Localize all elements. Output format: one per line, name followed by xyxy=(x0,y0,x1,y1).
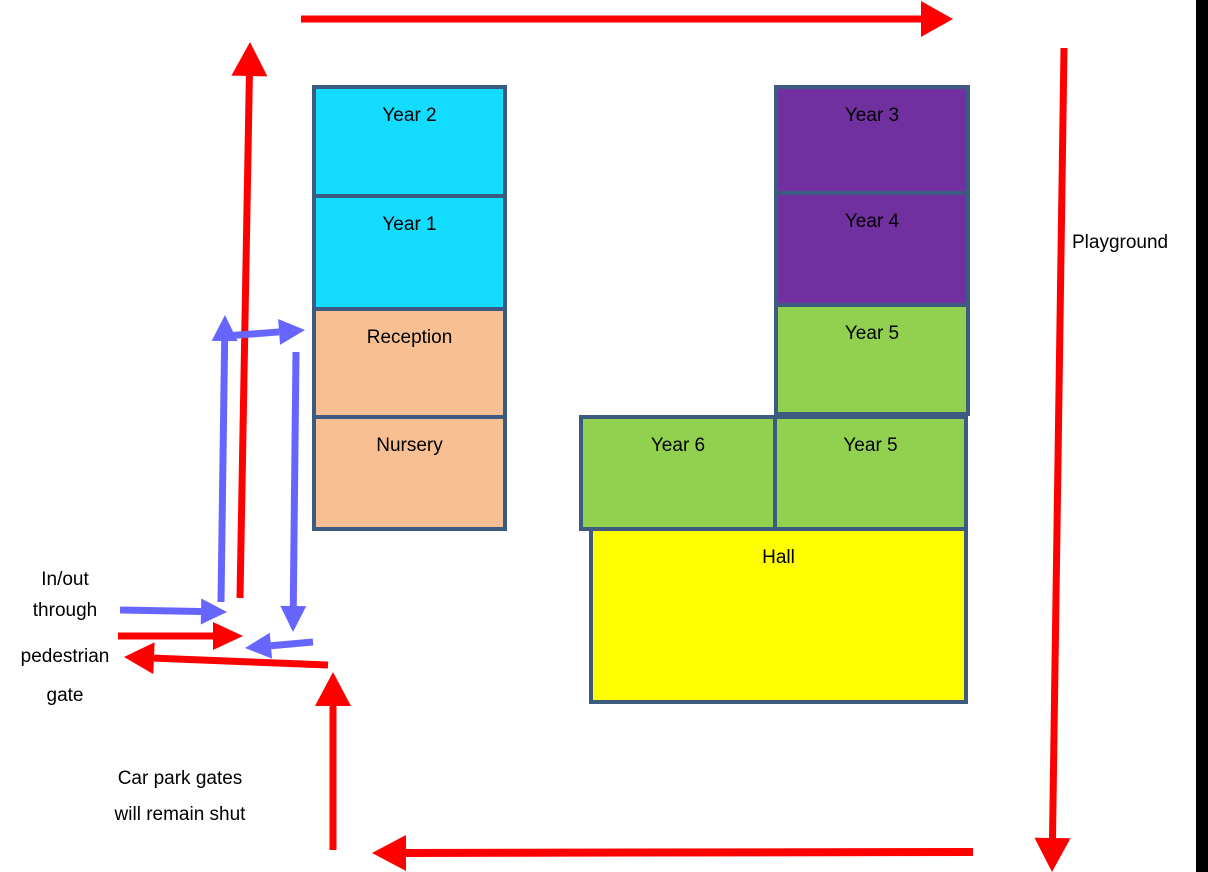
red-arrow-right-down-shaft xyxy=(1048,47,1068,839)
red-arrow-up-car-park-head xyxy=(315,672,351,706)
red-arrow-bottom-head xyxy=(372,834,407,871)
blue-arrow-to-reception-shaft xyxy=(224,328,280,340)
room-year-5-upper: Year 5 xyxy=(774,303,970,416)
entry-label-line-2: through xyxy=(32,600,98,621)
one-way-red-arrows xyxy=(118,1,1071,872)
blue-arrow-down-head xyxy=(280,605,307,632)
red-arrow-right-down-head xyxy=(1034,837,1071,872)
red-arrow-left-exit xyxy=(124,642,329,675)
right-edge-bar xyxy=(1196,0,1208,872)
room-year-5-upper-label: Year 5 xyxy=(844,323,900,344)
pedestrian-blue-arrows xyxy=(119,315,314,659)
room-year-2-label: Year 2 xyxy=(382,105,437,126)
blue-arrow-in-from-gate-head xyxy=(200,598,227,625)
blue-arrow-out-to-gate xyxy=(245,632,314,659)
entry-label-line-3: pedestrian xyxy=(20,646,110,667)
room-year-5-lower-label: Year 5 xyxy=(843,435,898,456)
room-hall: Hall xyxy=(589,527,968,704)
blue-arrow-to-reception xyxy=(224,318,305,345)
red-arrow-left-exit-head xyxy=(124,642,155,675)
red-arrow-left-up xyxy=(231,42,268,599)
room-hall-label: Hall xyxy=(762,547,795,568)
red-arrow-left-up-head xyxy=(231,42,268,77)
entry-label-line-1: In/out xyxy=(41,569,89,590)
red-arrow-bottom xyxy=(372,834,974,871)
blue-arrow-down-shaft xyxy=(289,351,300,607)
room-nursery-label: Nursery xyxy=(376,435,443,456)
room-year-1-label: Year 1 xyxy=(382,214,437,235)
blue-arrow-up xyxy=(211,315,238,603)
red-arrow-bottom-shaft xyxy=(405,848,974,857)
blue-arrow-out-to-gate-shaft xyxy=(270,638,314,650)
car-park-label-line-1: Car park gates xyxy=(117,768,243,789)
room-reception-label: Reception xyxy=(366,327,453,348)
playground-label: Playground xyxy=(1072,232,1169,253)
room-nursery: Nursery xyxy=(312,415,507,531)
blue-arrow-to-reception-head xyxy=(278,318,305,345)
blue-arrow-down xyxy=(280,351,307,632)
red-arrow-up-car-park xyxy=(315,672,351,850)
room-year-3-label: Year 3 xyxy=(844,105,900,126)
room-year-6-label: Year 6 xyxy=(650,435,706,456)
room-year-4: Year 4 xyxy=(774,191,970,307)
red-arrow-left-exit-shaft xyxy=(153,654,329,669)
blue-arrow-out-to-gate-head xyxy=(245,632,273,659)
red-arrow-top-head xyxy=(921,1,953,37)
blue-arrow-up-shaft xyxy=(217,340,229,603)
car-park-label-line-2: will remain shut xyxy=(114,804,246,825)
entry-label-line-4: gate xyxy=(46,685,84,706)
red-arrow-top xyxy=(301,1,953,37)
room-year-1: Year 1 xyxy=(312,194,507,311)
red-arrow-right-down xyxy=(1034,47,1071,872)
blue-arrow-in-from-gate-shaft xyxy=(119,606,202,616)
blue-arrow-in-from-gate xyxy=(119,598,227,625)
room-year-4-label: Year 4 xyxy=(844,211,900,232)
red-arrow-in-from-gate xyxy=(118,622,243,650)
red-arrow-in-from-gate-head xyxy=(213,622,243,650)
